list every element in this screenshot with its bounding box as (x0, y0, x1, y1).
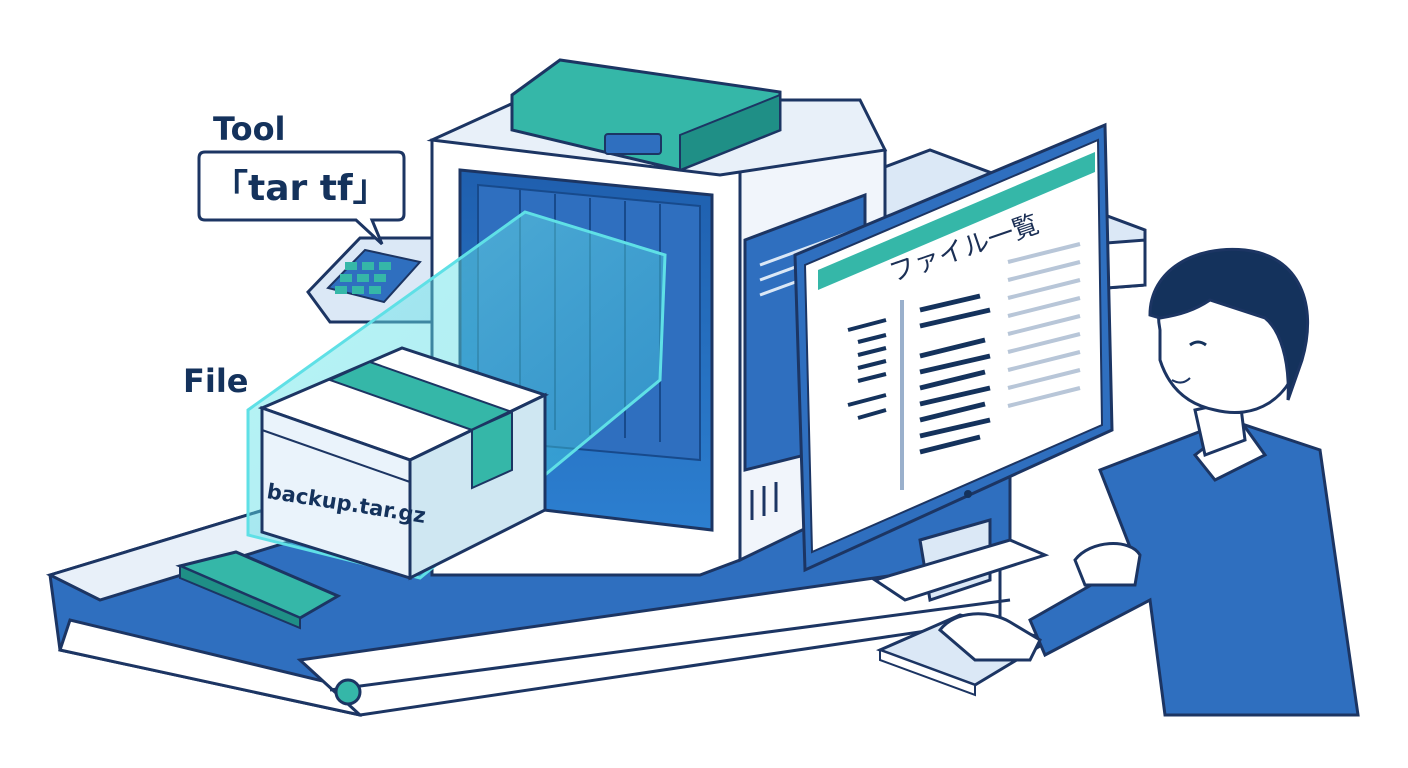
tool-caption: Tool (213, 110, 286, 148)
file-caption: File (183, 362, 249, 400)
tool-label-group: Tool 「tar tf」 (197, 110, 406, 246)
monitor-icon (793, 122, 1114, 602)
tool-callout-bubble (197, 150, 406, 246)
archive-box-icon (246, 210, 667, 581)
tool-command: 「tar tf」 (212, 168, 389, 209)
roller-icon (334, 678, 362, 706)
operator-person-icon (937, 247, 1360, 717)
